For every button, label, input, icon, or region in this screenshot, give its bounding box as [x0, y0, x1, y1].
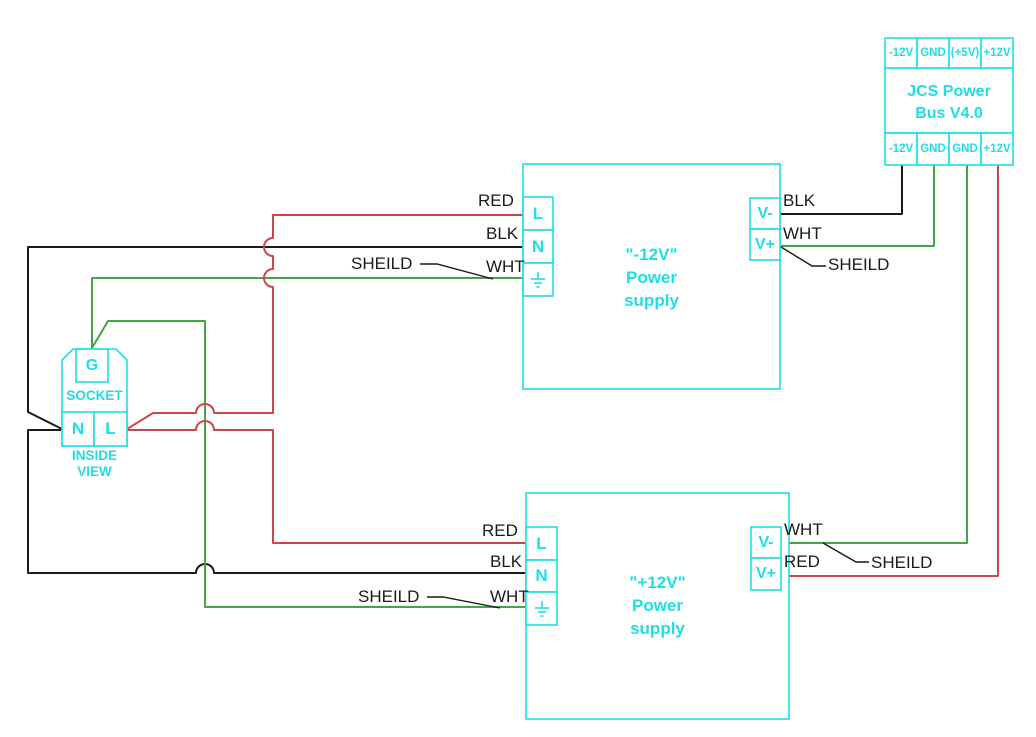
neg12-wire-label-vplus-wht: WHT: [783, 224, 822, 243]
wire-neutral-neg12-to-socket: [27, 246, 523, 430]
pos12-title-line3: supply: [630, 619, 685, 638]
pos12-wire-label-sheild-left: SHEILD: [358, 587, 420, 606]
neg12-title-line2: Power: [625, 268, 678, 287]
neg12-wire-label-wht: WHT: [486, 257, 525, 276]
pos12-wire-label-vplus-red: RED: [784, 552, 820, 571]
socket-view-line2: VIEW: [77, 464, 112, 479]
bus-terminal-top-plus12v: +12V: [983, 47, 1011, 59]
neg12-terminal-vminus-box: [749, 197, 781, 230]
bus-terminal-top-plus5v: (+5V): [950, 47, 980, 59]
neg12-supply-title: "-12V" Power supply: [523, 243, 780, 312]
pos12-terminal-earth: [526, 592, 557, 625]
neg12-terminal-vminus: V-: [757, 204, 773, 222]
neg12-wire-label-red: RED: [478, 191, 514, 210]
pos12-wire-label-vminus-wht: WHT: [784, 520, 823, 539]
neg12-title-line3: supply: [624, 291, 679, 310]
pos12-terminal-vminus-box: [750, 526, 782, 559]
pos12-wire-label-blk: BLK: [490, 552, 523, 571]
pos12-title-line2: Power: [631, 596, 684, 615]
bus-terminal-top-neg12v: -12V: [888, 47, 914, 59]
power-bus-title-line1: JCS Power: [907, 83, 991, 100]
neg12-terminal-l: L: [532, 203, 544, 223]
socket-terminal-l-box: [93, 411, 128, 447]
pos12-terminal-vminus: V-: [758, 533, 774, 551]
socket-view-line1: INSIDE: [71, 448, 117, 463]
wire-vplus-neg12-to-bus-gnd: [780, 165, 935, 247]
socket-terminal-n-box: [61, 411, 95, 447]
bus-bottom-terminal-box-1: [884, 132, 918, 166]
wire-vplus-pos12-to-bus: [781, 165, 999, 577]
pos12-terminal-earth-box: [525, 591, 558, 626]
bus-bottom-terminal-box-4: [980, 132, 1014, 166]
neg12-terminal-vplus: V+: [754, 235, 775, 253]
pos12-wire-label-sheild-right: SHEILD: [871, 553, 933, 572]
socket-terminal-g-box: [75, 348, 109, 383]
neg12-wire-label-sheild-right: SHEILD: [828, 255, 890, 274]
wire-vminus-pos12-to-bus-gnd: [781, 165, 968, 544]
bus-terminal-bottom-plus12v: +12V: [983, 143, 1011, 155]
shield-leader-pos12-left: [427, 596, 501, 609]
bus-bottom-terminal-box-3: [948, 132, 982, 166]
pos12-wire-label-wht: WHT: [490, 587, 529, 606]
pos12-wire-label-red: RED: [482, 521, 518, 540]
earth-ground-icon: [531, 271, 545, 288]
wire-ground-neg12-to-socket-g: [91, 277, 523, 350]
neg12-title-line1: "-12V": [625, 245, 678, 264]
neg12-supply-box: [522, 163, 781, 390]
bus-terminal-top-gnd: GND: [920, 47, 946, 59]
pos12-supply-title: "+12V" Power supply: [526, 571, 789, 640]
bus-terminal-bottom-neg12v: -12V: [888, 143, 914, 155]
neg12-wire-label-vminus-blk: BLK: [783, 191, 816, 210]
neg12-wire-label-sheild-left: SHEILD: [351, 254, 413, 273]
neg12-terminal-n: N: [531, 236, 545, 256]
socket-label: SOCKET: [66, 388, 123, 403]
pos12-terminal-l: L: [536, 533, 547, 553]
pos12-supply-box: [525, 492, 790, 720]
neg12-terminal-earth: [523, 263, 553, 296]
bus-terminal-bottom-gnd2: GND: [952, 143, 978, 155]
socket-terminal-l: L: [105, 419, 116, 438]
earth-ground-icon: [534, 600, 549, 617]
shield-leader-neg12-left: [420, 263, 494, 280]
wire-live-neg12-to-socket: [126, 214, 523, 430]
bus-top-terminal-box-3: [948, 37, 982, 69]
neg12-terminal-vplus-box: [749, 228, 781, 261]
socket-terminal-n: N: [71, 419, 85, 438]
pos12-terminal-n: N: [535, 566, 548, 585]
pos12-terminal-vplus: V+: [755, 565, 776, 582]
power-bus-title-line2: Bus V4.0: [915, 105, 983, 122]
wire-vminus-neg12-to-bus: [780, 165, 903, 215]
shield-leader-pos12-right: [822, 542, 869, 563]
power-bus-title: JCS Power Bus V4.0: [885, 81, 1013, 125]
neg12-wire-label-blk: BLK: [486, 224, 519, 243]
socket-view-label: INSIDE VIEW: [58, 448, 131, 480]
pos12-title-line1: "+12V": [629, 573, 686, 592]
bus-top-terminal-box-4: [980, 37, 1014, 69]
pos12-terminal-vplus-box: [750, 557, 782, 591]
shield-leader-neg12-right: [780, 246, 826, 267]
socket-terminal-g: G: [85, 356, 99, 374]
neg12-terminal-n-box: [522, 229, 554, 264]
wire-ground-socket-g-to-pos12: [91, 320, 526, 608]
wire-live-socket-to-pos12: [127, 420, 526, 544]
bus-terminal-bottom-gnd1: GND: [920, 143, 946, 155]
wire-neutral-socket-to-pos12: [27, 429, 526, 574]
pos12-terminal-l-box: [525, 526, 558, 561]
neg12-terminal-earth-box: [522, 262, 554, 297]
